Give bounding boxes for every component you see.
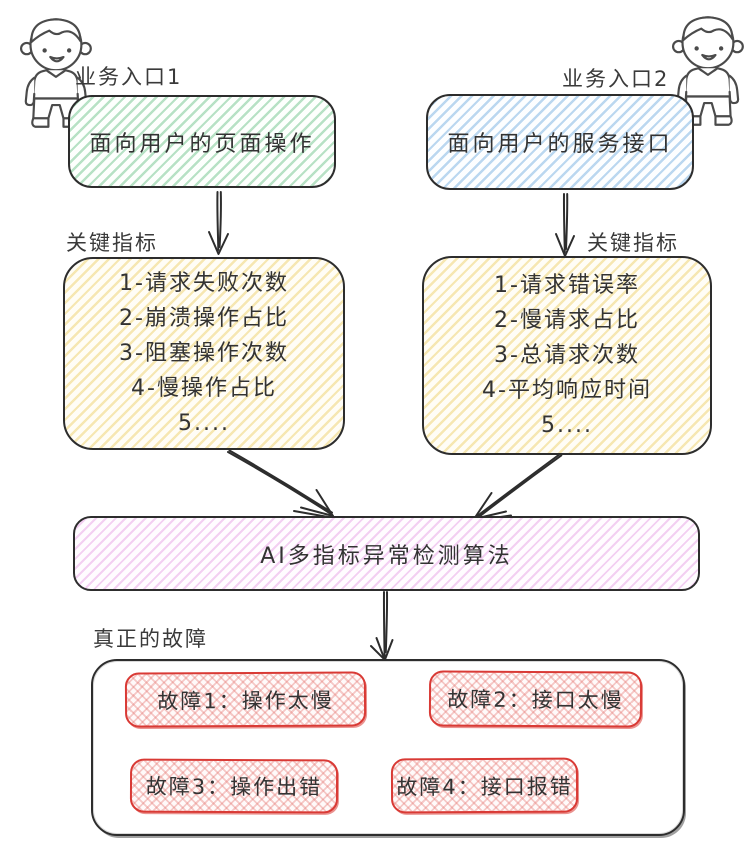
metric-item: 1-请求错误率 — [494, 273, 640, 298]
fault-box-3-text: 故障3：操作出错 — [145, 774, 323, 800]
fault-box-1-text: 故障1：操作太慢 — [157, 688, 334, 713]
fault-box-3: 故障3：操作出错 — [129, 758, 339, 814]
fault-box-4: 故障4：接口报错 — [390, 757, 579, 814]
algorithm-box-text: AI多指标异常检测算法 — [260, 543, 513, 569]
metric-item: 4-慢操作占比 — [131, 376, 277, 401]
metric-item: 1-请求失败次数 — [119, 271, 289, 296]
metrics-left-box: 1-请求失败次数 2-崩溃操作占比 3-阻塞操作次数 4-慢操作占比 5.... — [63, 257, 345, 450]
entry1-label: 业务入口1 — [75, 65, 183, 89]
entry1-box: 面向用户的页面操作 — [68, 95, 336, 188]
metrics-left-label: 关键指标 — [66, 231, 158, 255]
metrics-right-box: 1-请求错误率 2-慢请求占比 3-总请求次数 4-平均响应时间 5.... — [422, 256, 712, 455]
entry2-box: 面向用户的服务接口 — [426, 94, 694, 190]
fault-box-4-text: 故障4：接口报错 — [396, 774, 573, 799]
metric-item: 5.... — [178, 411, 230, 436]
metric-item: 3-阻塞操作次数 — [119, 341, 289, 366]
boy-user-icon — [671, 16, 744, 126]
metric-item: 4-平均响应时间 — [482, 378, 652, 403]
fault-box-1: 故障1：操作太慢 — [124, 671, 367, 728]
faults-label: 真正的故障 — [93, 627, 208, 651]
algorithm-box: AI多指标异常检测算法 — [73, 516, 700, 591]
fault-box-2-text: 故障2：接口太慢 — [447, 687, 624, 713]
metric-item: 3-总请求次数 — [494, 343, 640, 368]
user-icon-right — [658, 8, 752, 140]
metrics-right-label: 关键指标 — [587, 231, 679, 255]
fault-box-2: 故障2：接口太慢 — [428, 670, 643, 728]
entry2-label: 业务入口2 — [562, 67, 670, 91]
metric-item: 2-慢请求占比 — [494, 308, 640, 333]
metric-item: 2-崩溃操作占比 — [119, 306, 289, 331]
metric-item: 5.... — [541, 413, 593, 438]
entry1-box-text: 面向用户的页面操作 — [89, 131, 315, 157]
entry2-box-text: 面向用户的服务接口 — [447, 132, 673, 157]
